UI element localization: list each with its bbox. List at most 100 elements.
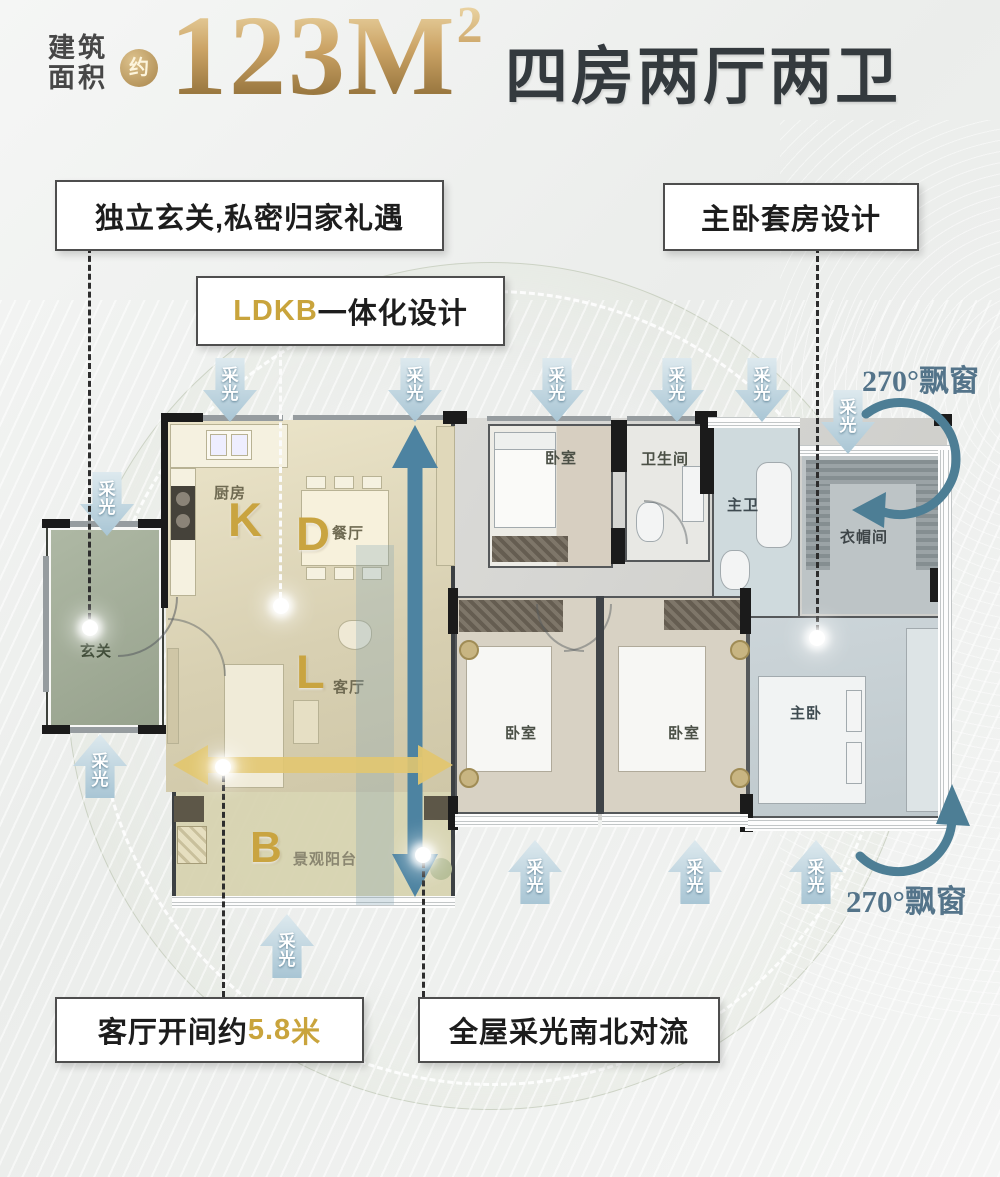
callout-entry: 独立玄关,私密归家礼遇 [55,180,444,251]
connector-dot [273,598,289,614]
area-exponent: 2 [456,0,485,54]
corner-medallion [459,640,479,660]
balcony-plant [430,858,452,880]
bedroom-label: 卧室 [668,725,701,742]
window-segment [43,556,49,692]
bedroom-label: 卧室 [545,450,578,467]
daylight-char: 光 [91,770,109,789]
dining-table [301,490,389,566]
window-segment [627,416,695,421]
daylight-char: 光 [526,876,544,895]
bed [618,646,706,772]
coffee-table [293,700,319,744]
daylight-char: 采 [686,858,704,877]
dining-chair [306,567,326,580]
connector-living-width [222,776,225,997]
callout-entry-text: 独立玄关,私密归家礼遇 [94,202,405,235]
callout-master-suite-text: 主卧套房设计 [700,204,881,236]
layout-title: 四房两厅两卫 [505,42,901,112]
dining-chair [334,567,354,580]
connector-master [816,247,819,631]
wall-segment [161,420,168,608]
bedroom-label: 卧室 [505,725,538,742]
connector-dot [215,759,231,775]
bed [466,646,552,772]
daylight-char: 采 [98,480,116,499]
partition-wall [596,596,604,814]
bed-pillow [846,690,862,732]
wardrobe [492,536,568,562]
callout-living-suffix: 米 [291,1017,322,1049]
area-value: 123M2 [170,0,485,122]
north-south-airflow-arrow [392,425,438,897]
bed-pillows [494,432,556,450]
wall-segment [611,528,625,564]
bay-window-label-bottom: 270°飘窗 [846,884,967,919]
wall-segment [443,411,467,424]
living-label: 客厅 [333,679,366,696]
callout-living-prefix: 客厅开间约 [97,1017,248,1049]
daylight-char: 光 [668,384,686,403]
closet-label: 衣帽间 [840,529,889,546]
balcony-cabinet [174,796,204,822]
closet-wardrobe [806,460,940,484]
wall-segment [42,725,70,734]
bedroom-window-sill [455,814,598,827]
connector-dot [82,620,98,636]
window-segment [293,415,443,420]
wall-segment [448,588,458,634]
callout-ldkb-rest: 一体化设计 [317,298,468,330]
dining-letter: D [296,507,330,560]
stove-burner [176,514,190,528]
wall-segment [700,422,714,494]
daylight-char: 采 [221,366,239,385]
balcony-letter: B [250,823,282,872]
bathroom-label: 卫生间 [641,451,690,468]
corner-medallion [730,640,750,660]
connector-airflow [422,862,425,997]
daylight-char: 光 [548,384,566,403]
callout-master-suite: 主卧套房设计 [663,183,919,251]
wardrobe [664,600,744,630]
daylight-char: 采 [406,366,424,385]
corner-medallion [730,768,750,788]
wall-segment [138,519,166,528]
daylight-char: 采 [91,752,109,771]
sink-basin [231,434,248,456]
window-segment [203,415,283,421]
living-width-arrow [173,745,453,785]
toilet [720,550,750,590]
master-bath-label: 主卫 [727,497,760,514]
wall-segment [161,413,203,422]
balcony-label: 景观阳台 [293,851,358,868]
master-bedroom-label: 主卧 [790,705,823,722]
daylight-char: 光 [753,384,771,403]
daylight-char: 采 [548,366,566,385]
daylight-char: 采 [839,398,857,417]
wall-segment [42,519,70,528]
bay-window-arc-top [852,398,961,528]
area-label-line2: 面积 [48,63,108,93]
armchair [338,620,372,650]
window-segment [487,416,611,421]
daylight-char: 光 [807,876,825,895]
connector-dot [415,847,431,863]
bay-window-frame-bottom [745,818,947,831]
bay-window-frame-right [938,450,952,818]
dining-chair [334,476,354,489]
approx-badge: 约 [120,49,158,87]
airflow-band [356,545,394,905]
dining-label: 餐厅 [332,525,365,542]
callout-living-value: 5.8 [247,1013,292,1046]
daylight-char: 光 [278,950,296,969]
dining-chair [306,476,326,489]
daylight-char: 光 [221,384,239,403]
bathroom-sink [682,466,704,522]
daylight-char: 采 [753,366,771,385]
corner-medallion [459,768,479,788]
stove-burner [176,492,190,506]
closet-window-frame [800,445,950,456]
dining-chair [362,476,382,489]
